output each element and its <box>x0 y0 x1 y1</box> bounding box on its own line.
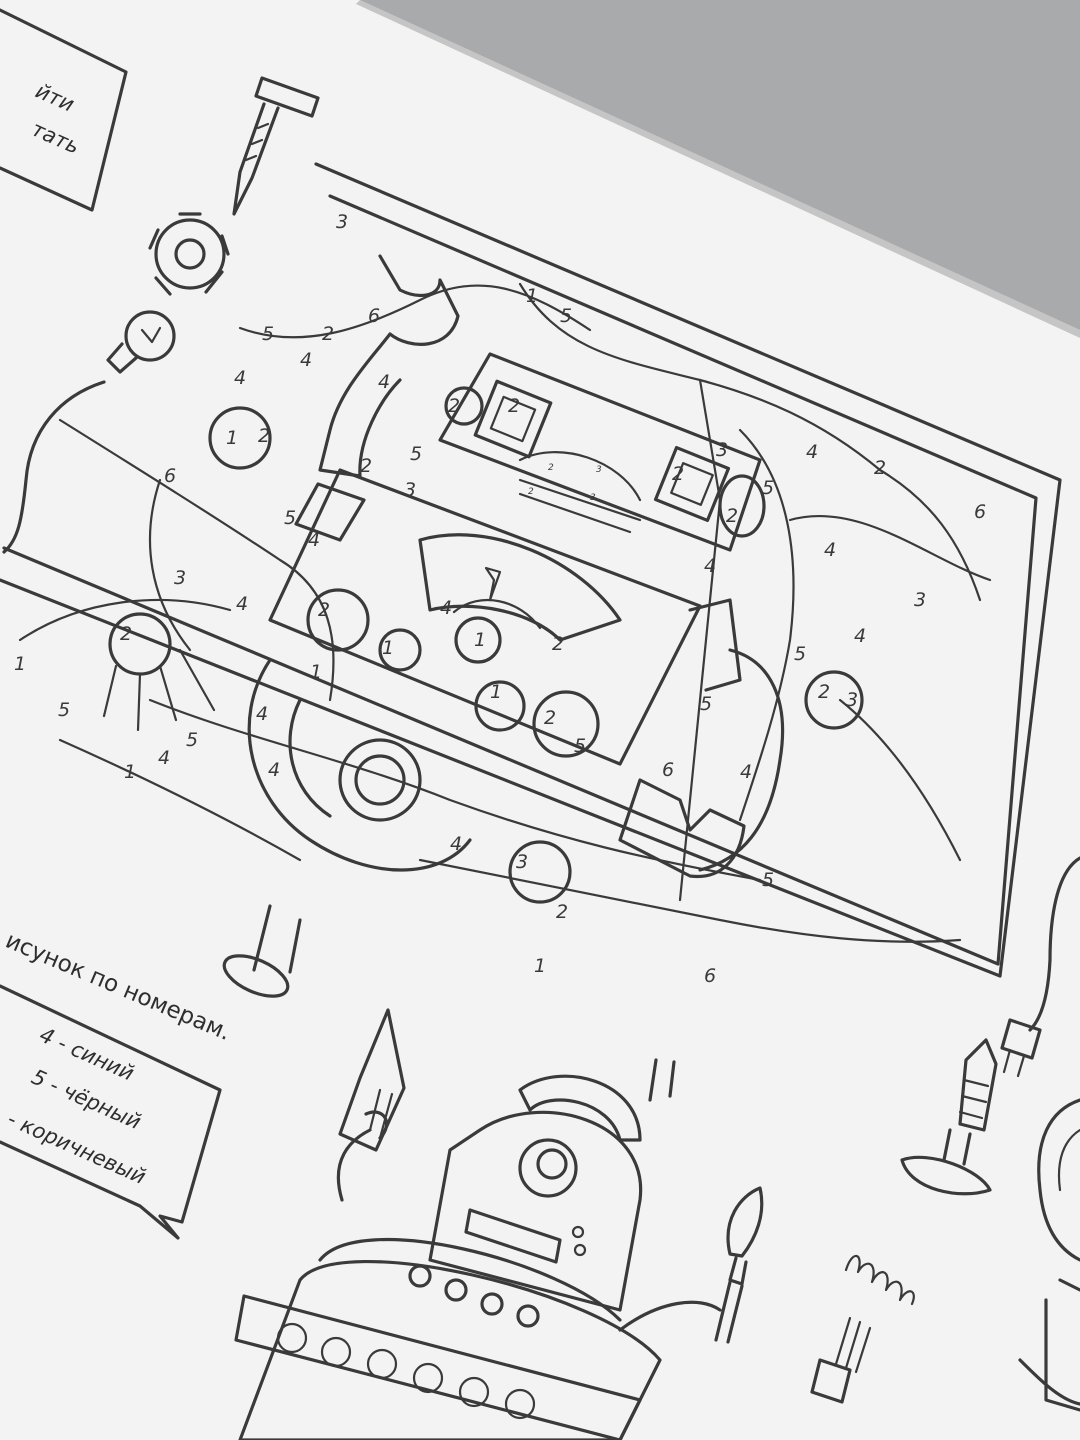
region-number: 1 <box>534 955 546 977</box>
wrench-shape <box>618 778 746 879</box>
region-number: 6 <box>662 759 674 781</box>
region-number: 5 <box>284 507 296 529</box>
region-number: 5 <box>574 735 586 757</box>
left-cable-icon <box>2 380 106 554</box>
region-number: 1 <box>382 637 394 659</box>
region-number: 2 <box>120 623 132 645</box>
region-number: 4 <box>300 349 312 371</box>
region-number: 5 <box>560 305 572 327</box>
visor-number: 2 <box>548 463 554 473</box>
region-number: 1 <box>310 661 322 683</box>
robot-eye-right <box>653 445 731 523</box>
region-number: 3 <box>336 211 348 233</box>
easel-leg <box>222 904 302 998</box>
region-number: 2 <box>508 395 520 417</box>
satellite-shape <box>102 612 216 732</box>
gear-icon <box>148 212 230 296</box>
region-number: 4 <box>824 539 836 561</box>
tuning-fork-shape <box>318 254 460 478</box>
region-number: 4 <box>236 593 248 615</box>
region-number: 5 <box>262 323 274 345</box>
easel-support <box>648 1058 676 1102</box>
region-number: 2 <box>818 681 830 703</box>
region-number: 3 <box>914 589 926 611</box>
region-number: 1 <box>14 653 26 675</box>
bottom-robot <box>234 1074 662 1440</box>
visor-number: 3 <box>590 493 596 503</box>
region-number: 4 <box>704 555 716 577</box>
region-number: 3 <box>516 851 528 873</box>
region-number: 1 <box>474 629 486 651</box>
region-number: 6 <box>704 965 716 987</box>
screw-icon <box>232 76 320 216</box>
region-number: 6 <box>368 305 380 327</box>
robot-gauge <box>418 533 622 642</box>
region-number: 2 <box>672 463 684 485</box>
region-number: 2 <box>552 633 564 655</box>
region-number: 4 <box>308 529 320 551</box>
region-number: 5 <box>794 643 806 665</box>
region-circle <box>208 406 272 470</box>
region-number: 2 <box>556 901 568 923</box>
lightbulb-icon <box>106 310 176 374</box>
region-number: 3 <box>716 439 728 461</box>
region-number: 6 <box>164 465 176 487</box>
robot-eye <box>518 1138 578 1198</box>
region-number: 5 <box>410 443 422 465</box>
region-number: 1 <box>226 427 238 449</box>
robot-wheel-base <box>247 658 472 872</box>
region-number: 5 <box>186 729 198 751</box>
robot-head <box>438 352 766 552</box>
region-number: 5 <box>762 477 774 499</box>
region-circle <box>508 840 572 904</box>
robot-body <box>268 468 702 766</box>
region-number: 6 <box>974 501 986 523</box>
region-number: 2 <box>318 599 330 621</box>
region-numbers: 3 6 1 5 5 2 4 4 4 1 2 2 2 3 3 2 4 2 6 5 … <box>14 211 986 987</box>
edge-robot-partial <box>1018 1098 1080 1412</box>
region-number: 5 <box>762 869 774 891</box>
region-number: 3 <box>404 479 416 501</box>
pencil-icon <box>338 1008 406 1152</box>
canvas-frame <box>0 162 1062 978</box>
region-number: 4 <box>268 759 280 781</box>
region-number: 2 <box>544 707 556 729</box>
region-number: 1 <box>124 761 136 783</box>
region-number: 1 <box>490 681 502 703</box>
paper-shadow <box>356 0 1080 338</box>
region-number: 4 <box>806 441 818 463</box>
region-number: 4 <box>234 367 246 389</box>
region-number: 2 <box>448 395 460 417</box>
region-number: 4 <box>378 371 390 393</box>
robot-tread <box>234 1294 642 1440</box>
region-number: 4 <box>256 703 268 725</box>
region-number: 5 <box>700 693 712 715</box>
region-number: 3 <box>846 689 858 711</box>
visor-number: 2 <box>528 487 534 497</box>
connector-icon <box>810 1316 872 1404</box>
region-number: 2 <box>874 457 886 479</box>
plug-icon <box>1000 856 1080 1078</box>
region-number: 2 <box>726 505 738 527</box>
region-circle <box>444 386 484 426</box>
region-number: 2 <box>360 455 372 477</box>
drill-bit-icon <box>900 1038 998 1196</box>
paintbrush-icon <box>618 1186 764 1344</box>
region-number: 4 <box>158 747 170 769</box>
region-circle <box>804 670 864 730</box>
region-number: 4 <box>740 761 752 783</box>
region-number: 2 <box>322 323 334 345</box>
visor-number: 3 <box>596 465 602 475</box>
region-number: 4 <box>854 625 866 647</box>
region-number: 4 <box>440 597 452 619</box>
region-number: 2 <box>258 425 270 447</box>
region-number: 5 <box>58 699 70 721</box>
region-number: 3 <box>174 567 186 589</box>
region-number: 4 <box>450 833 462 855</box>
region-number: 1 <box>526 285 538 307</box>
robot-eye-left <box>473 379 553 459</box>
spring-icon <box>844 1254 915 1306</box>
